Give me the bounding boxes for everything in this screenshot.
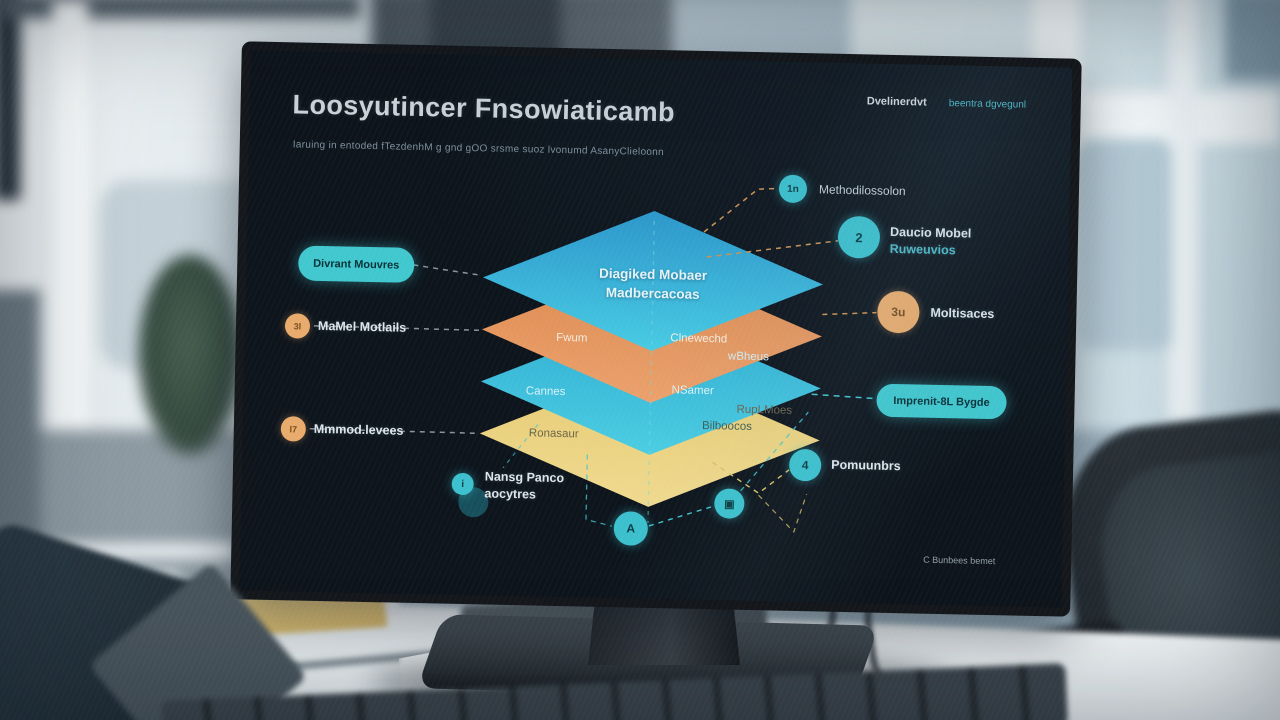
callout-label-left-2: Mmmod.levees	[313, 421, 404, 438]
window-left-mullion	[52, 0, 88, 480]
layer-stack-diagram	[309, 187, 877, 534]
footer-note: C Bunbees bemet	[923, 554, 996, 567]
callout-label-right-1: Methodilossolon	[818, 182, 906, 199]
layer-2-left-text: Fwum	[556, 331, 588, 345]
callout-pill-left[interactable]: Divrant Mouvres	[297, 245, 415, 283]
callout-pill-right[interactable]: Imprenit-8L Bygde	[876, 383, 1007, 420]
layer-3-center-text: NSamer	[671, 384, 714, 398]
screen-diagram: Loosyutincer Fnsowiaticamb Iaruing in en…	[245, 63, 1067, 588]
layer-3-right-text: wBheus	[727, 350, 770, 364]
monitor: Loosyutincer Fnsowiaticamb Iaruing in en…	[230, 41, 1082, 617]
window-left-top-frame	[0, 0, 360, 18]
building-silhouette	[1080, 140, 1170, 350]
window-left-frame	[0, 0, 20, 200]
layer-1-label-line2: Madbercacoas	[605, 284, 700, 302]
layer-3-left-text: Cannes	[525, 385, 566, 399]
callout-label-bottom-line1: Nansg Panco	[484, 469, 565, 486]
callout-label-right-3: Moltisaces	[930, 305, 995, 322]
layer-4-center-text: Bilboocos	[701, 419, 753, 434]
callout-label-right-2-line1: Daucio Mobel	[889, 224, 972, 241]
layer-1-label-line1: Diagiked Mobaer	[598, 265, 708, 284]
window-right-corner	[1225, 0, 1280, 80]
office-plant	[138, 255, 242, 455]
layer-4-left-text: Ronasaur	[528, 427, 579, 441]
callout-label-bottom-line2: aocytres	[484, 486, 537, 502]
callout-label-right-4: Pomuunbrs	[831, 457, 901, 474]
callout-label-right-2-line2: Ruweuvios	[889, 241, 956, 258]
layer-4-right-text: RupLMoes	[736, 403, 793, 417]
callout-label-left-1: MaMel Motlails	[317, 318, 407, 335]
layer-2-right-text: Clnewechd	[670, 332, 728, 346]
window-right-mullion-2	[1168, 0, 1198, 420]
